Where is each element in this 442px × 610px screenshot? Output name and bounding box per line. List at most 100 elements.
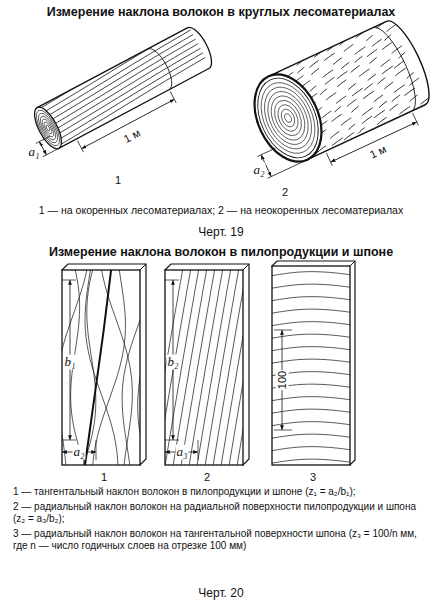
grain-line (53, 53, 207, 141)
bark-stroke (373, 95, 384, 102)
dimension-label: a₂ (72, 445, 85, 460)
bark-stroke (326, 44, 337, 51)
bark-stroke (343, 133, 355, 140)
grain-line (62, 270, 89, 465)
bark-stroke (398, 106, 411, 114)
grain-line (188, 270, 224, 465)
bark-stroke (319, 89, 328, 95)
figure-number: 1 (114, 174, 122, 187)
bark-stroke (351, 88, 364, 96)
grain-line (45, 39, 199, 127)
grain-line (122, 270, 140, 465)
bark-stroke (408, 78, 420, 85)
dimension-label: 1 м (367, 142, 389, 161)
dimension-line (331, 122, 417, 162)
ring-line (272, 422, 350, 426)
bark-stroke (331, 114, 343, 121)
grain-line (196, 270, 232, 465)
annual-ring (274, 102, 302, 135)
bark-stroke (350, 66, 361, 73)
grain-line (48, 44, 202, 132)
bark-stroke (354, 47, 367, 55)
grain-line (228, 270, 243, 465)
bark-stroke (313, 49, 326, 57)
bark-stroke (363, 84, 373, 91)
bark-stroke (357, 128, 366, 134)
bark-stroke (376, 78, 386, 84)
bark-stroke (309, 86, 317, 92)
bark-stroke (391, 46, 403, 53)
grain-line (165, 270, 200, 465)
bark-stroke (409, 95, 419, 101)
ring-line (272, 434, 350, 438)
dimension-label: 1 м (121, 126, 143, 146)
annual-ring (43, 121, 54, 135)
bark-stroke (361, 116, 373, 123)
bark-stroke (365, 35, 374, 41)
grain-line (100, 270, 132, 465)
annual-ring (250, 74, 325, 162)
bark-stroke (329, 131, 340, 138)
bark-stroke (361, 108, 374, 116)
dimension-label: a₁ (27, 145, 40, 160)
section-heading: Измерение наклона волокон в пилопродукци… (48, 245, 394, 259)
bark-stroke (358, 69, 371, 77)
bark-stroke (343, 44, 354, 51)
caption-item: 1 — тангентальный наклон волокон в пилоп… (12, 486, 430, 499)
bark-stroke (321, 70, 334, 78)
bark-stroke (381, 42, 393, 50)
measure-ring (148, 45, 178, 90)
grain-line (204, 270, 240, 465)
bark-stroke (336, 80, 347, 87)
bark-stroke (296, 58, 308, 65)
dimension-label: b₁ (63, 355, 76, 370)
debarked-log (18, 17, 224, 170)
grain-line (43, 35, 197, 123)
annual-ring (32, 107, 64, 149)
bark-stroke (310, 68, 320, 74)
annual-ring (260, 85, 316, 151)
figure-caption: 1 — на окоренных лесоматериалах; 2 — на … (38, 204, 404, 216)
ring-line (272, 397, 350, 401)
grain-line (180, 270, 216, 465)
ring-line (272, 347, 350, 351)
figure-number: 1 (100, 471, 108, 484)
ring-line (272, 309, 350, 313)
bark-stroke (394, 68, 407, 76)
bark-stroke (355, 30, 367, 37)
ring-line (272, 447, 350, 451)
bark-stroke (393, 85, 406, 93)
grain-line (212, 270, 243, 465)
bark-stroke (325, 93, 337, 101)
dimension-line (82, 99, 175, 148)
bark-stroke (340, 118, 352, 126)
figure-number: 2 (203, 471, 211, 484)
grain-line (165, 270, 192, 465)
bark-stroke (332, 58, 343, 65)
figure-number: 2 (281, 186, 289, 199)
drawing-number: Черт. 19 (197, 226, 244, 240)
title: Измерение наклона волокон в круглых лесо… (46, 5, 397, 19)
bark-stroke (371, 39, 383, 46)
grain-line (92, 270, 125, 465)
ring-line (272, 359, 350, 363)
bark-stroke (393, 61, 405, 68)
barked-log (228, 15, 442, 193)
bark-stroke (333, 106, 341, 112)
ring-line (272, 272, 350, 276)
measure-ring (373, 22, 425, 111)
bark-stroke (336, 71, 349, 79)
board-tangential (28, 262, 155, 472)
bark-stroke (367, 74, 378, 81)
ring-line (272, 284, 350, 288)
grain-line (220, 270, 243, 465)
bark-stroke (391, 95, 401, 102)
ring-line (272, 322, 350, 326)
dimension-label: 100 (276, 370, 289, 390)
dimension-label: b₂ (166, 355, 179, 370)
bark-stroke (347, 83, 357, 89)
bark-stroke (350, 106, 359, 112)
bark-stroke (340, 62, 350, 69)
caption-item: 2 — радиальный наклон волокон на радиаль… (12, 501, 430, 526)
annual-ring (269, 96, 307, 140)
